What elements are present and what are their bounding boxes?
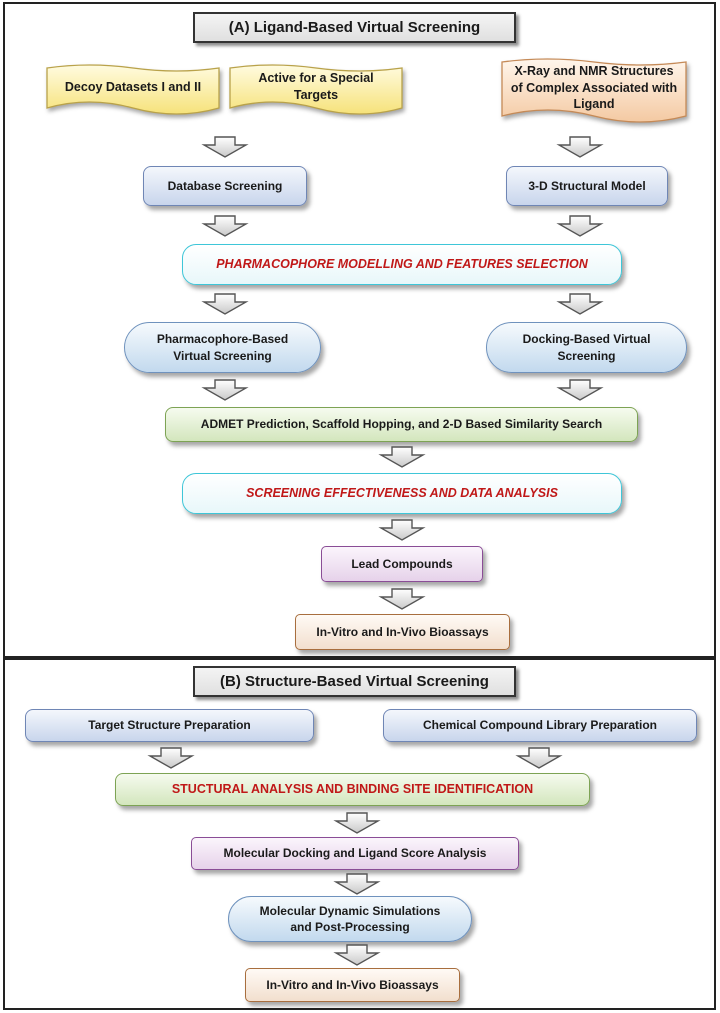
down-arrow-icon — [333, 812, 381, 834]
docking-analysis-box: Molecular Docking and Ligand Score Analy… — [191, 837, 519, 870]
down-arrow-icon — [378, 446, 426, 468]
admet-box: ADMET Prediction, Scaffold Hopping, and … — [165, 407, 638, 442]
down-arrow-icon — [515, 747, 563, 769]
lead-compounds-box: Lead Compounds — [321, 546, 483, 582]
panel-b-title: (B) Structure-Based Virtual Screening — [193, 666, 516, 697]
panel-a-title: (A) Ligand-Based Virtual Screening — [193, 12, 516, 43]
structural-model-box: 3-D Structural Model — [506, 166, 668, 206]
down-arrow-icon — [201, 293, 249, 315]
down-arrow-icon — [378, 519, 426, 541]
down-arrow-icon — [378, 588, 426, 610]
screening-effectiveness-box: SCREENING EFFECTIVENESS AND DATA ANALYSI… — [182, 473, 622, 514]
docking-vs-box: Docking-Based Virtual Screening — [486, 322, 687, 373]
bioassays-b-box: In-Vitro and In-Vivo Bioassays — [245, 968, 460, 1002]
database-screening-box: Database Screening — [143, 166, 307, 206]
down-arrow-icon — [556, 136, 604, 158]
down-arrow-icon — [201, 379, 249, 401]
decoy-datasets-ribbon: Decoy Datasets I and II — [44, 64, 222, 120]
down-arrow-icon — [556, 215, 604, 237]
bioassays-a-box: In-Vitro and In-Vivo Bioassays — [295, 614, 510, 650]
down-arrow-icon — [556, 293, 604, 315]
active-targets-label: Active for a Special Targets — [258, 71, 374, 102]
decoy-datasets-label: Decoy Datasets I and II — [64, 79, 202, 94]
down-arrow-icon — [201, 136, 249, 158]
down-arrow-icon — [147, 747, 195, 769]
down-arrow-icon — [333, 944, 381, 966]
down-arrow-icon — [556, 379, 604, 401]
active-targets-ribbon: Active for a Special Targets — [227, 64, 405, 120]
down-arrow-icon — [333, 873, 381, 895]
md-simulations-box: Molecular Dynamic Simulations and Post-P… — [228, 896, 472, 942]
xray-nmr-label: X-Ray and NMR Structures of Complex Asso… — [510, 63, 678, 112]
library-prep-box: Chemical Compound Library Preparation — [383, 709, 697, 742]
binding-site-box: STUCTURAL ANALYSIS AND BINDING SITE IDEN… — [115, 773, 590, 806]
down-arrow-icon — [201, 215, 249, 237]
pharmacophore-modelling-box: PHARMACOPHORE MODELLING AND FEATURES SEL… — [182, 244, 622, 285]
xray-nmr-ribbon: X-Ray and NMR Structures of Complex Asso… — [499, 58, 689, 128]
pharmacophore-vs-box: Pharmacophore-Based Virtual Screening — [124, 322, 321, 373]
target-prep-box: Target Structure Preparation — [25, 709, 314, 742]
